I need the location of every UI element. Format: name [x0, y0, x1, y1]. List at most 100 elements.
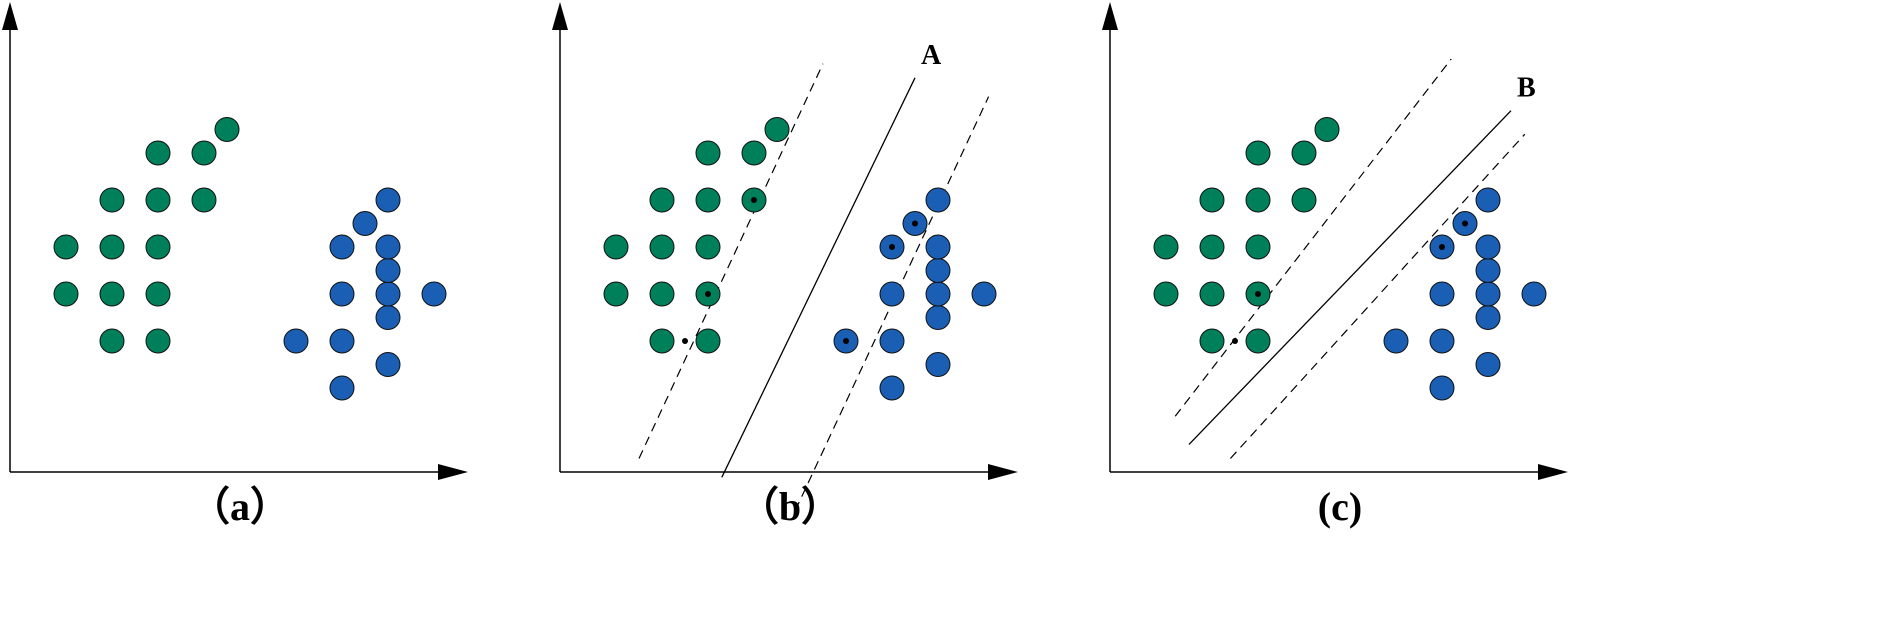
separating-line-label: B — [1517, 73, 1536, 104]
support-vector-dot — [705, 291, 711, 297]
class-2-point — [329, 281, 355, 307]
class-2-point — [925, 305, 951, 330]
class-2-point — [283, 328, 309, 354]
support-vector-dot — [1255, 291, 1261, 297]
class-2-point — [1475, 281, 1501, 307]
class-1-point — [695, 140, 721, 166]
class-1-point — [145, 328, 171, 354]
class-1-point — [53, 234, 79, 260]
support-vector-dot — [912, 220, 918, 227]
class-1-point — [99, 187, 125, 213]
class-2-point — [375, 234, 401, 260]
class-2-point — [1429, 375, 1455, 401]
class-1-point — [1291, 187, 1317, 213]
class-2-point — [879, 328, 905, 354]
class-2-point — [1475, 305, 1501, 330]
class-2-point — [329, 375, 355, 401]
class-2-point — [925, 258, 951, 283]
y-axis-arrowhead — [1102, 2, 1118, 30]
class-1-point — [649, 187, 675, 213]
class-1-point — [695, 187, 721, 213]
panel-caption: (c) — [1318, 484, 1362, 529]
class-2-point — [375, 352, 401, 377]
class-1-point — [764, 117, 790, 142]
class-1-point — [1291, 140, 1317, 166]
class-1-point — [1245, 187, 1271, 213]
class-2-point — [879, 281, 905, 307]
class-2-point — [1429, 328, 1455, 354]
class-2-point — [1475, 234, 1501, 260]
class-1-points — [53, 117, 240, 354]
class-2-point — [375, 258, 401, 283]
class-2-point — [1475, 352, 1501, 377]
class-1-point — [1245, 328, 1271, 354]
support-vector-markers — [682, 197, 918, 344]
x-axis-arrowhead — [438, 464, 468, 480]
class-1-point — [99, 328, 125, 354]
class-2-point — [925, 352, 951, 377]
separating-line — [1188, 110, 1512, 445]
support-vector-dot — [751, 197, 757, 203]
panel-c: B (c) — [1102, 2, 1568, 529]
class-2-point — [925, 281, 951, 307]
margin-line — [638, 63, 824, 459]
class-2-point — [925, 187, 951, 213]
class-2-point — [375, 187, 401, 213]
support-vector-markers — [1232, 220, 1468, 344]
margin-lines — [1174, 58, 1526, 459]
panel-a: （a） — [2, 2, 468, 529]
class-1-points — [1153, 117, 1340, 354]
class-1-point — [649, 281, 675, 307]
class-2-points — [833, 187, 997, 401]
class-2-point — [329, 234, 355, 260]
class-1-point — [191, 187, 217, 213]
class-2-point — [1475, 187, 1501, 213]
x-axis-arrowhead — [1538, 464, 1568, 480]
class-1-point — [145, 140, 171, 166]
panel-caption: （b） — [739, 484, 841, 529]
class-2-point — [925, 234, 951, 260]
x-axis-arrowhead — [988, 464, 1018, 480]
class-1-point — [145, 234, 171, 260]
class-1-point — [145, 281, 171, 307]
panel-b: A （b） — [552, 2, 1018, 529]
class-2-point — [1383, 328, 1409, 354]
class-2-point — [352, 211, 378, 236]
class-1-point — [603, 234, 629, 260]
class-2-point — [1429, 281, 1455, 307]
class-1-point — [1199, 187, 1225, 213]
class-1-point — [1199, 281, 1225, 307]
margin-line — [1229, 133, 1526, 459]
class-2-point — [1521, 281, 1547, 307]
class-1-point — [649, 234, 675, 260]
separating-line-group — [721, 77, 916, 478]
class-1-point — [1245, 234, 1271, 260]
class-2-points — [283, 187, 447, 401]
class-2-point — [879, 375, 905, 401]
class-1-point — [1153, 281, 1179, 307]
class-2-point — [329, 328, 355, 354]
margin-line — [1174, 58, 1452, 417]
class-1-point — [1199, 234, 1225, 260]
class-2-point — [421, 281, 447, 307]
class-1-point — [1245, 140, 1271, 166]
class-1-point — [741, 140, 767, 166]
separating-line-label: A — [921, 40, 942, 71]
class-1-point — [1314, 117, 1340, 142]
class-1-point — [145, 187, 171, 213]
class-1-point — [603, 281, 629, 307]
class-1-point — [649, 328, 675, 354]
class-1-point — [695, 234, 721, 260]
class-1-points — [603, 117, 790, 354]
class-2-points — [1383, 187, 1547, 401]
separating-line — [721, 77, 916, 478]
support-vector-dot — [1462, 220, 1468, 227]
class-2-point — [1475, 258, 1501, 283]
support-vector-dot — [682, 338, 688, 344]
panel-caption: （a） — [190, 484, 290, 529]
class-1-point — [214, 117, 240, 142]
class-1-point — [99, 281, 125, 307]
class-1-point — [99, 234, 125, 260]
support-vector-dot — [889, 244, 895, 250]
